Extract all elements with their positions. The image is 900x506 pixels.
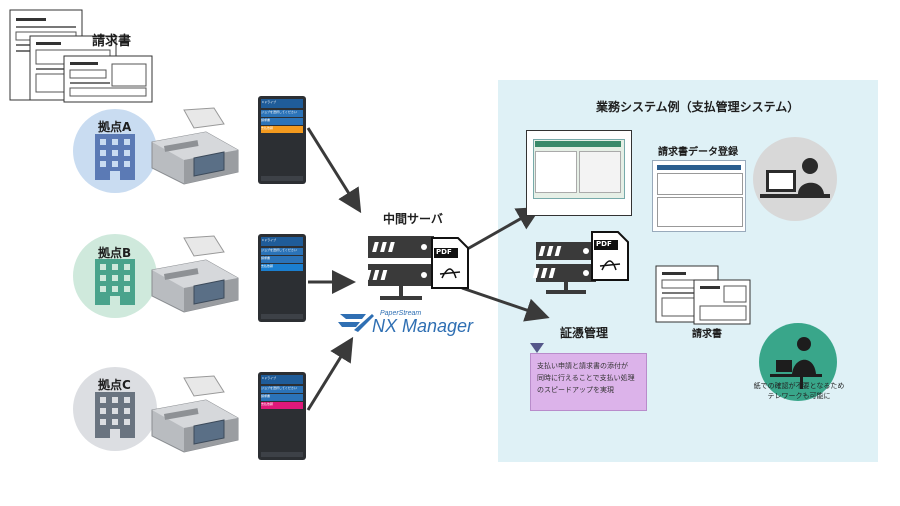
- invoice-top-label: 請求書: [92, 34, 132, 49]
- phone-b-item2[interactable]: 請求書: [261, 256, 303, 263]
- system-server-icon: [532, 242, 596, 294]
- voucher-management-label: 証憑管理: [560, 326, 609, 340]
- phone-screen-a: Cドライブ ジョブを選択してください 請求書 支払依頼: [258, 96, 306, 184]
- phone-a-item2[interactable]: 請求書: [261, 118, 303, 125]
- site-b-circle: [73, 234, 157, 318]
- pdf-icon-middle: [431, 237, 469, 289]
- phone-screen-c: Cドライブ ジョブを選択してください 請求書 支払依頼: [258, 372, 306, 460]
- arrow-site-c-to-server: [306, 336, 354, 411]
- site-a-circle: [73, 109, 157, 193]
- invoice-right-label: 請求書: [692, 329, 722, 340]
- phone-c-item2[interactable]: 請求書: [261, 394, 303, 401]
- phone-b-item1[interactable]: ジョブを選択してください: [261, 248, 303, 255]
- invoice-data-entry-label: 請求書データ登録: [658, 147, 738, 158]
- invoice-right-icon: [655, 265, 751, 325]
- scanner-c-icon: [151, 375, 239, 453]
- phone-c-item3[interactable]: 支払依頼: [261, 402, 303, 409]
- site-b-label: 拠点B: [98, 246, 132, 260]
- arrow-site-a-to-server: [306, 127, 362, 214]
- invoice-entry-form: [652, 160, 746, 232]
- telework-text: 紙での確認が不要となるため テレワークも可能に: [734, 381, 864, 401]
- telework-line-1: 紙での確認が不要となるため: [753, 382, 845, 390]
- phone-a-item1[interactable]: ジョブを選択してください: [261, 110, 303, 117]
- telework-person-icon: [759, 323, 837, 401]
- phone-a-item3[interactable]: 支払依頼: [261, 126, 303, 133]
- note-line-3: のスピードアップを実現: [537, 386, 614, 394]
- pdf-icon-system: [591, 231, 629, 281]
- middle-server-label: 中間サーバ: [383, 212, 443, 226]
- pdf-label-system: PDF: [596, 240, 612, 248]
- invoice-stack-icon: [9, 9, 153, 103]
- note-line-1: 支払い申請と請求書の添付が: [537, 362, 628, 370]
- phone-c-item1[interactable]: ジョブを選択してください: [261, 386, 303, 393]
- phone-a-title: Cドライブ: [262, 100, 277, 104]
- site-a-label: 拠点A: [98, 120, 132, 134]
- logo-small-text: PaperStream: [380, 310, 422, 317]
- telework-line-2: テレワークも可能に: [767, 392, 831, 400]
- site-c-label: 拠点C: [98, 378, 131, 392]
- phone-b-title: Cドライブ: [262, 238, 277, 242]
- system-screen-mock: [526, 130, 632, 216]
- scanner-b-icon: [151, 235, 239, 313]
- office-worker-icon: [753, 137, 837, 221]
- triangle-down-icon: [530, 343, 544, 353]
- business-system-title: 業務システム例（支払管理システム）: [596, 100, 800, 114]
- logo-large-text: NX Manager: [372, 316, 474, 336]
- middle-server-icon: [364, 236, 434, 300]
- scanner-a-icon: [151, 107, 239, 185]
- pdf-label-middle: PDF: [436, 248, 452, 256]
- note-line-2: 同時に行えることで支払い処理: [537, 374, 635, 382]
- phone-c-title: Cドライブ: [262, 376, 277, 380]
- arrow-server-to-system: [461, 207, 542, 254]
- nx-manager-logo-icon: [338, 314, 374, 332]
- site-c-circle: [73, 367, 157, 451]
- note-box: 支払い申請と請求書の添付が 同時に行えることで支払い処理 のスピードアップを実現: [530, 353, 647, 411]
- phone-b-item3[interactable]: 支払依頼: [261, 264, 303, 271]
- arrow-server-to-voucher: [461, 286, 550, 322]
- phone-screen-b: Cドライブ ジョブを選択してください 請求書 支払依頼: [258, 234, 306, 322]
